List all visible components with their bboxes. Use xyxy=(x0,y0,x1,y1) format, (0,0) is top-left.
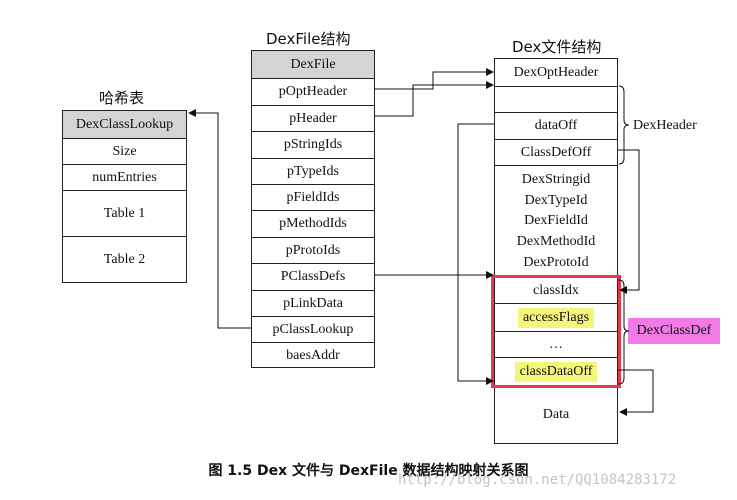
dexfile-field: pProtoIds xyxy=(252,237,374,263)
class-def-frame xyxy=(491,275,621,388)
dex-id-item: DexFieldId xyxy=(524,213,588,229)
hash-table-row: Size xyxy=(63,138,186,164)
dexfile-field: pClassLookup xyxy=(252,316,374,342)
dex-file-title: Dex文件结构 xyxy=(512,38,602,56)
dex-id-item: DexProtoId xyxy=(523,254,589,270)
class-def-row: accessFlags xyxy=(495,303,617,331)
arrow-classdataoff-to-data xyxy=(618,369,654,416)
hash-table-row: Table 1 xyxy=(63,190,186,236)
dex-data-off: dataOff xyxy=(495,112,617,139)
class-def-highlight: accessFlags xyxy=(517,307,595,328)
dex-id-item: DexTypeId xyxy=(524,192,588,208)
arrow-pheader-to-header xyxy=(375,81,494,117)
dexfile-field: pLinkData xyxy=(252,290,374,316)
hash-table: DexClassLookup Size numEntries Table 1 T… xyxy=(62,110,187,283)
hash-table-header: DexClassLookup xyxy=(63,111,186,138)
dex-id-item: DexStringid xyxy=(521,172,591,188)
arrow-popt-to-optheader xyxy=(375,68,494,90)
hash-table-row: numEntries xyxy=(63,164,186,190)
dexfile-struct-header: DexFile xyxy=(252,51,374,78)
dexfile-struct: DexFile pOptHeader pHeader pStringIds pT… xyxy=(251,50,375,368)
dex-empty-row xyxy=(495,86,617,112)
class-def-row: … xyxy=(495,331,617,357)
dexfile-field: pHeader xyxy=(252,105,374,131)
dexfile-field: pMethodIds xyxy=(252,210,374,237)
dex-class-def-off: ClassDefOff xyxy=(495,139,617,165)
dexfile-field: pTypeIds xyxy=(252,158,374,184)
watermark: http://blog.csdn.net/QQ1084283172 xyxy=(398,472,677,488)
dex-class-def-label: DexClassDef xyxy=(628,318,720,344)
dex-opt-header: DexOptHeader xyxy=(513,64,599,80)
dex-id-item: DexMethodId xyxy=(516,234,596,250)
dexfile-field: pStringIds xyxy=(252,131,374,158)
dexfile-field: baesAddr xyxy=(252,342,374,368)
dexfile-field: pOptHeader xyxy=(252,78,374,105)
class-def-highlight: classDataOff xyxy=(514,361,598,382)
hash-table-title: 哈希表 xyxy=(99,89,145,107)
dexfile-struct-title: DexFile结构 xyxy=(266,30,351,48)
dex-header-label: DexHeader xyxy=(633,118,697,133)
hash-table-row: Table 2 xyxy=(63,236,186,283)
dexfile-field: PClassDefs xyxy=(252,263,374,290)
class-def-row: classDataOff xyxy=(495,357,617,385)
dex-id-list: DexStringid DexTypeId DexFieldId DexMeth… xyxy=(495,165,617,277)
dex-class-def-brace xyxy=(618,279,630,385)
arrow-dataoff-to-data xyxy=(457,123,494,385)
arrow-classdefoff-to-classidx xyxy=(618,149,640,294)
dexfile-field: pFieldIds xyxy=(252,184,374,210)
dex-header-brace xyxy=(618,85,630,165)
figure-caption: 图 1.5 Dex 文件与 DexFile 数据结构映射关系图 xyxy=(208,463,529,479)
arrow-pclasslookup-to-hash xyxy=(188,109,251,329)
